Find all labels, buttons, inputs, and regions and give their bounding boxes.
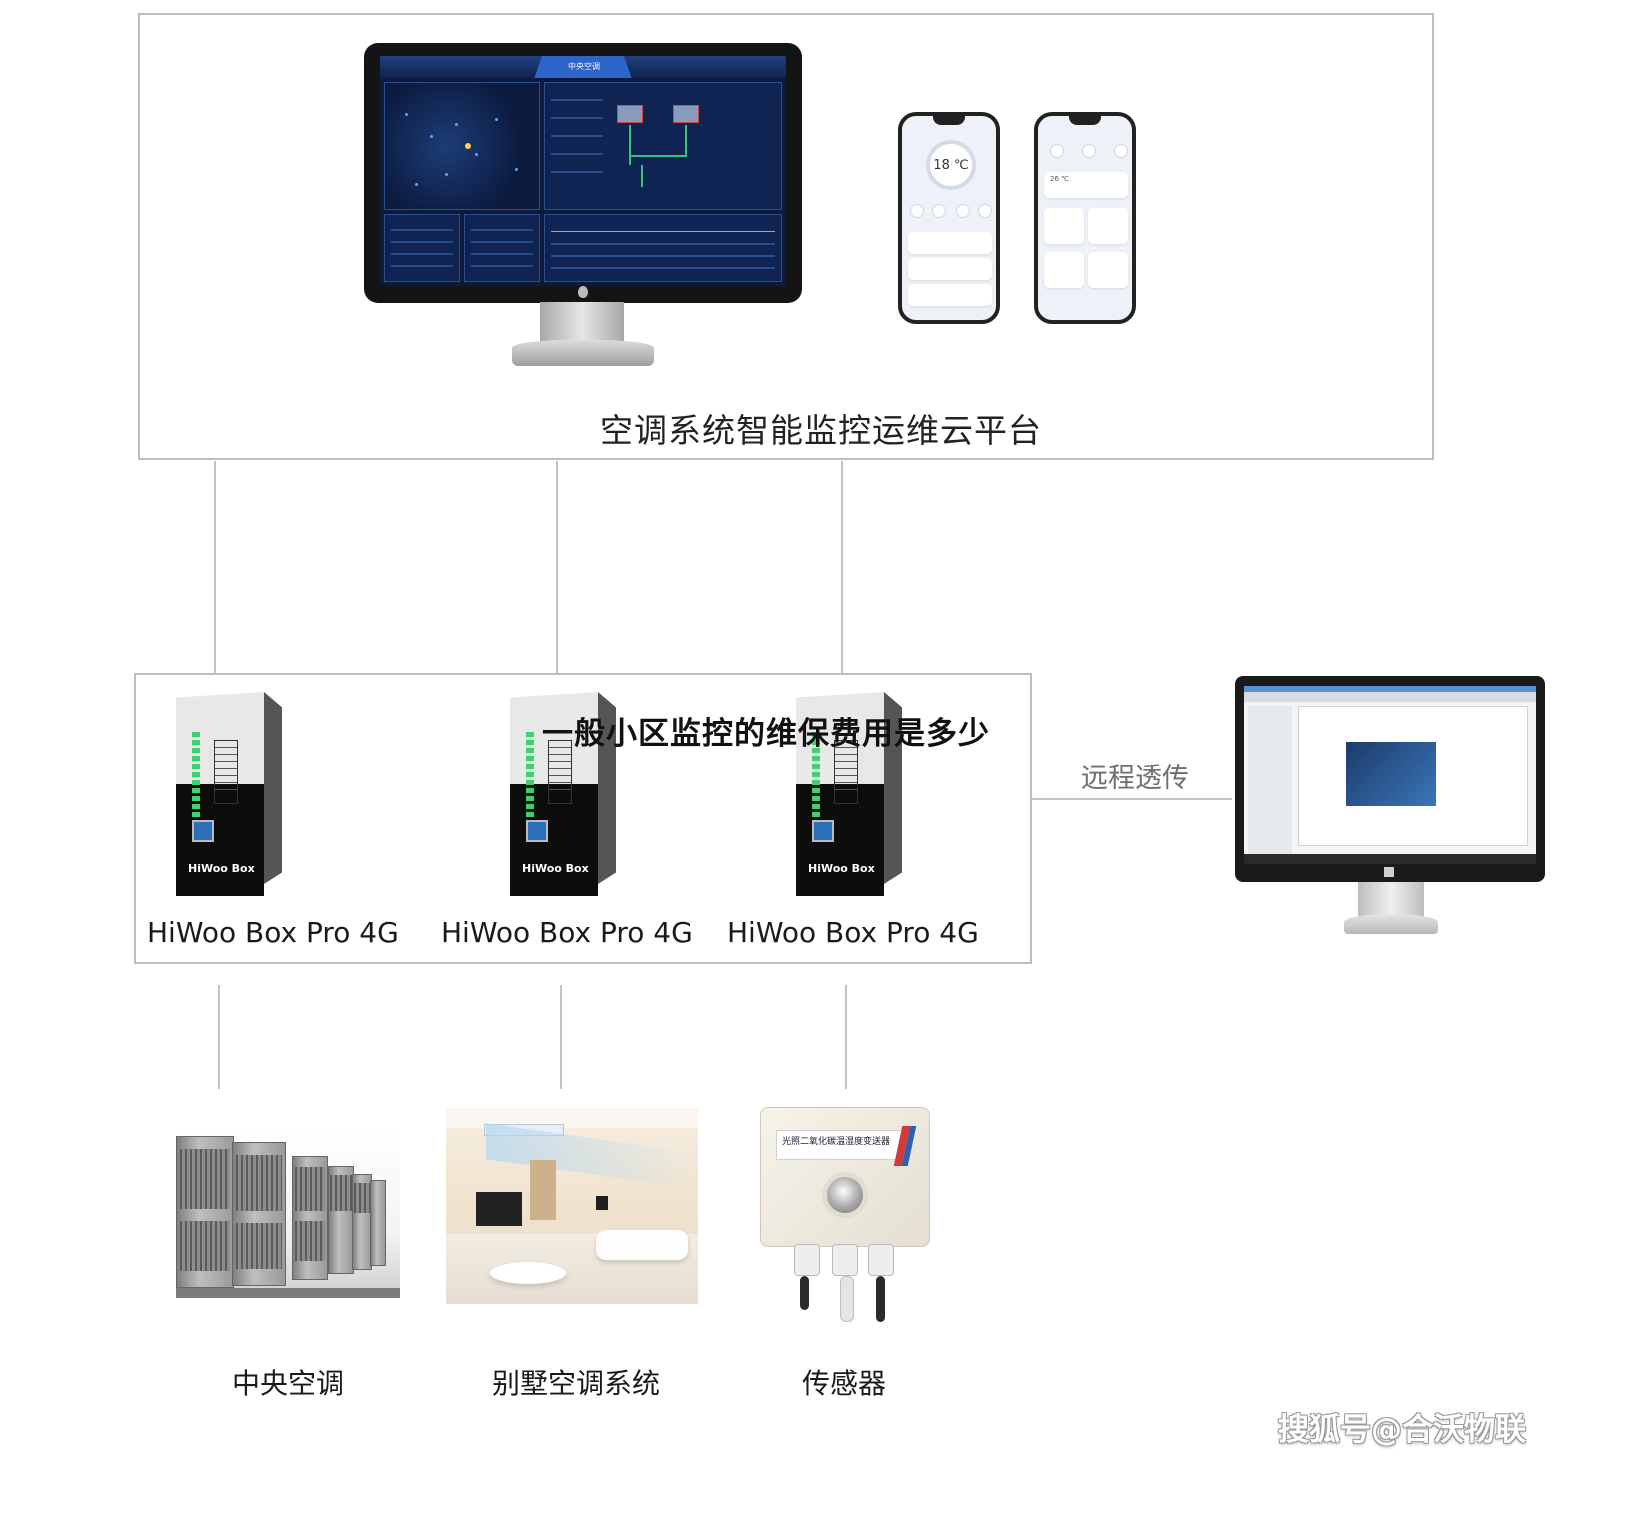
phone-room-card bbox=[1088, 208, 1128, 244]
remote-connector-line bbox=[1032, 798, 1232, 800]
phone-room-card bbox=[908, 232, 992, 254]
apple-logo-icon bbox=[578, 286, 588, 298]
phone-app-1: 18 ℃ bbox=[898, 112, 1000, 324]
phone-room-card: 26 ℃ bbox=[1044, 172, 1128, 198]
status-led-strip bbox=[526, 732, 534, 828]
connector-line bbox=[214, 461, 216, 673]
gateway-brand-label: HiWoo Box bbox=[808, 862, 875, 875]
gateway-label-1: HiWoo Box Pro 4G bbox=[147, 916, 399, 949]
overlay-headline: 一般小区监控的维保费用是多少 bbox=[542, 716, 990, 752]
status-led-strip bbox=[812, 732, 820, 828]
dashboard-list-panel-1 bbox=[384, 214, 460, 282]
dashboard-trend-panel bbox=[544, 214, 782, 282]
monitor-stand-base bbox=[512, 340, 654, 366]
villa-ac-photo bbox=[446, 1108, 698, 1304]
home-icon bbox=[1082, 144, 1096, 158]
phone-temperature: 18 ℃ bbox=[933, 157, 969, 173]
phone-room-card bbox=[908, 284, 992, 306]
cable-gland bbox=[794, 1244, 820, 1276]
dashboard-list-panel-2 bbox=[464, 214, 540, 282]
gear-icon bbox=[1114, 144, 1128, 158]
remote-monitor-screen bbox=[1244, 686, 1536, 864]
remote-monitor-stand-base bbox=[1344, 914, 1438, 934]
lan-port-icon bbox=[526, 820, 548, 842]
sensor-name-label: 光照二氧化碳温湿度变送器 bbox=[776, 1130, 906, 1160]
home-icon bbox=[910, 204, 924, 218]
device-label-villa-ac: 别墅空调系统 bbox=[492, 1367, 661, 1400]
dashboard-center-title: 中央空调 bbox=[568, 62, 600, 71]
power-icon bbox=[978, 204, 992, 218]
phone-app-2: 26 ℃ bbox=[1034, 112, 1136, 324]
dashboard-title-tab bbox=[534, 56, 632, 78]
remote-link-label: 远程透传 bbox=[1081, 763, 1189, 794]
phone-room-card bbox=[1088, 252, 1128, 288]
temperature-dial: 18 ℃ bbox=[926, 140, 976, 190]
connector-line bbox=[560, 985, 562, 1089]
sensor-cable bbox=[840, 1276, 854, 1322]
connector-line bbox=[841, 461, 843, 673]
platform-title: 空调系统智能监控运维云平台 bbox=[600, 411, 1042, 450]
terminal-block bbox=[834, 740, 858, 804]
connector-line bbox=[218, 985, 220, 1089]
device-label-sensor: 传感器 bbox=[802, 1367, 887, 1400]
terminal-block bbox=[548, 740, 572, 804]
gateway-brand-label: HiWoo Box bbox=[188, 862, 255, 875]
watermark: 搜狐号@合沃物联 bbox=[1278, 1412, 1526, 1448]
dashboard-schematic-panel bbox=[544, 82, 782, 210]
snowflake-icon bbox=[932, 204, 946, 218]
hiwoo-box-device-2: HiWoo Box bbox=[510, 692, 616, 896]
lan-port-icon bbox=[812, 820, 834, 842]
phone-notch bbox=[1069, 116, 1101, 125]
hiwoo-box-device-3: HiWoo Box bbox=[796, 692, 902, 896]
windows-logo-icon bbox=[1384, 867, 1394, 877]
gateway-label-3: HiWoo Box Pro 4G bbox=[727, 916, 979, 949]
connector-line bbox=[845, 985, 847, 1089]
gateway-brand-label: HiWoo Box bbox=[522, 862, 589, 875]
phone-room-card bbox=[908, 258, 992, 280]
phone-room-card bbox=[1044, 208, 1084, 244]
terminal-block bbox=[214, 740, 238, 804]
remote-monitor-stand-neck bbox=[1358, 882, 1424, 918]
dashboard-map-panel bbox=[384, 82, 540, 210]
dashboard-screen: 中央空调 bbox=[380, 56, 786, 286]
central-ac-photo bbox=[176, 1128, 400, 1298]
gateway-label-2: HiWoo Box Pro 4G bbox=[441, 916, 693, 949]
sensor-cable bbox=[800, 1276, 809, 1310]
hiwoo-box-device-1: HiWoo Box bbox=[176, 692, 282, 896]
phone-notch bbox=[933, 116, 965, 125]
phone-room-card bbox=[1044, 252, 1084, 288]
cable-gland bbox=[868, 1244, 894, 1276]
status-led-strip bbox=[192, 732, 200, 828]
cable-gland bbox=[832, 1244, 858, 1276]
fan-icon bbox=[956, 204, 970, 218]
connector-line bbox=[556, 461, 558, 673]
lan-port-icon bbox=[192, 820, 214, 842]
monitor-stand-neck bbox=[540, 302, 624, 346]
phone-temperature: 26 ℃ bbox=[1050, 175, 1069, 183]
sensor-cable bbox=[876, 1276, 885, 1322]
snowflake-icon bbox=[1050, 144, 1064, 158]
light-sensor-dome bbox=[822, 1172, 868, 1218]
device-label-central-ac: 中央空调 bbox=[232, 1367, 345, 1400]
